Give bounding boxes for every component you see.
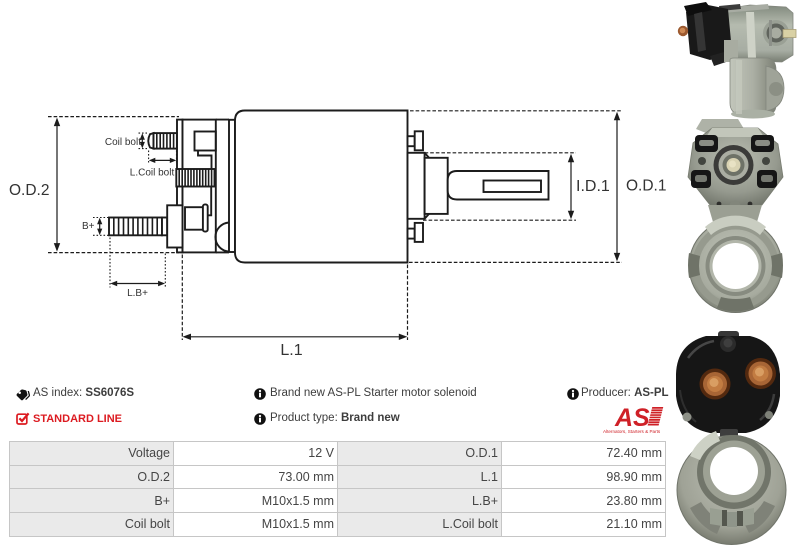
svg-text:Alternators, Starters & Parts: Alternators, Starters & Parts bbox=[603, 429, 661, 434]
svg-text:L.Coil bolt: L.Coil bolt bbox=[130, 168, 175, 179]
svg-text:B+: B+ bbox=[82, 221, 95, 232]
svg-text:AS: AS bbox=[614, 404, 650, 432]
svg-text:I.D.1: I.D.1 bbox=[576, 178, 610, 195]
svg-text:Coil bolt: Coil bolt bbox=[105, 137, 141, 148]
svg-text:O.D.2: O.D.2 bbox=[9, 182, 49, 199]
svg-text:L.1: L.1 bbox=[280, 342, 302, 359]
svg-text:L.B+: L.B+ bbox=[127, 288, 148, 299]
svg-text:O.D.1: O.D.1 bbox=[626, 178, 666, 195]
